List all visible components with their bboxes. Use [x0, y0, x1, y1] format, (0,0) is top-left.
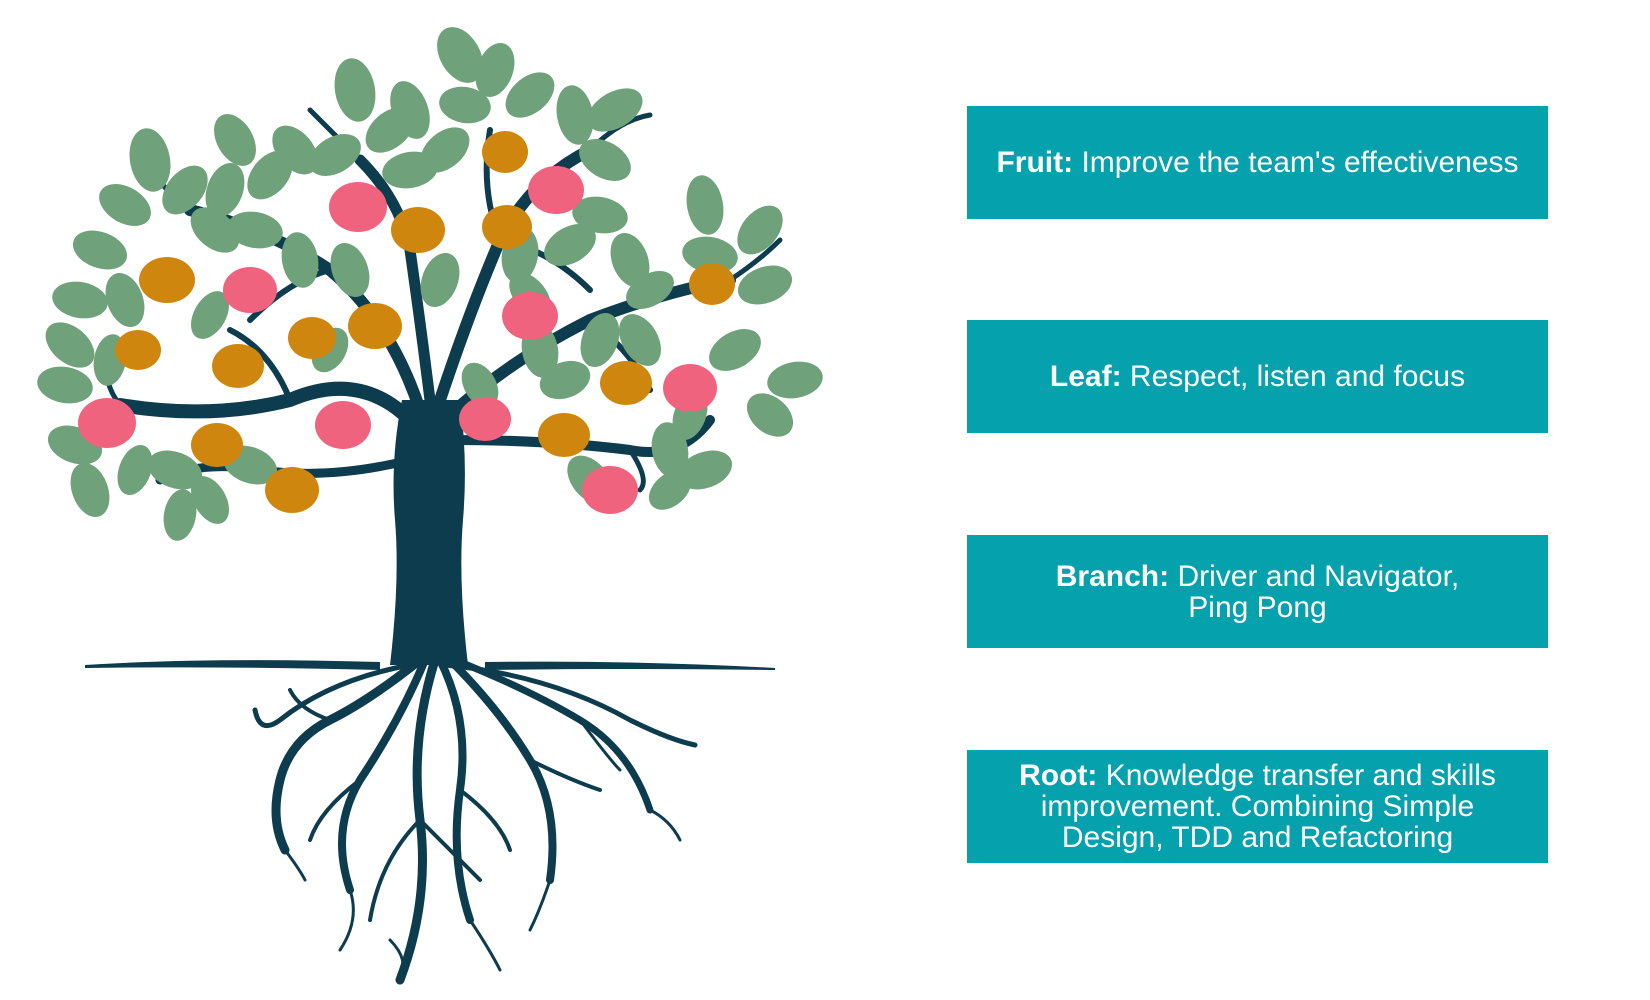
leaf-icon — [746, 393, 794, 437]
leaf-icon — [334, 58, 376, 122]
leaf-label-box: Leaf: Respect, listen and focus — [967, 320, 1548, 433]
root-term: Root: — [1019, 759, 1098, 792]
leaf-icon — [475, 42, 515, 98]
apple-icon — [115, 131, 735, 513]
leaf-icon — [205, 162, 245, 218]
leaf-icon — [651, 422, 689, 478]
leaf-icon — [572, 196, 628, 234]
leaf-icon — [686, 175, 724, 235]
leaf-icon — [587, 88, 643, 132]
leaves — [37, 27, 823, 541]
leaf-icon — [309, 134, 361, 176]
root-label-box: Root: Knowledge transfer and skills impr… — [967, 750, 1548, 863]
leaf-icon — [190, 207, 240, 253]
fruits — [78, 131, 735, 514]
leaf-icon — [37, 366, 93, 404]
leaf-icon — [117, 444, 153, 496]
branch-label: Branch: Driver and Navigator, Ping Pong — [1056, 561, 1460, 623]
leaf-term: Leaf: — [1049, 360, 1122, 393]
leaf-icon — [544, 224, 596, 266]
leaf-icon — [619, 314, 661, 366]
leaf-icon — [439, 86, 491, 124]
leaf-icon — [709, 329, 761, 371]
leaf-icon — [579, 139, 631, 181]
leaf-icon — [191, 291, 229, 339]
leaf-icon — [52, 281, 108, 319]
leaf-icon — [105, 272, 145, 328]
leaf-icon — [737, 205, 783, 255]
leaf-icon — [191, 476, 229, 524]
leaf-description: Respect, listen and focus — [1121, 360, 1466, 393]
leaf-icon — [162, 165, 208, 215]
leaf-label: Leaf: Respect, listen and focus — [1050, 361, 1465, 392]
branch-term: Branch: — [1055, 559, 1170, 593]
leaf-icon — [99, 184, 151, 226]
root-description: Knowledge transfer and skills improvemen… — [1040, 759, 1496, 854]
leaf-icon — [677, 450, 733, 490]
leaf-icon — [330, 242, 370, 298]
fruit-description: Improve the team's effectiveness — [1073, 146, 1519, 179]
leaf-icon — [610, 232, 650, 288]
leaf-icon — [72, 230, 128, 270]
trunk — [390, 400, 468, 665]
leaf-icon — [767, 361, 823, 399]
fruit-term: Fruit: — [996, 146, 1074, 179]
leaf-icon — [737, 265, 793, 305]
leaf-icon — [682, 236, 738, 274]
leaf-icon — [247, 150, 293, 200]
leaf-icon — [129, 128, 171, 192]
leaf-icon — [437, 27, 483, 83]
leaf-icon — [390, 81, 430, 139]
leaf-icon — [147, 450, 203, 490]
leaf-icon — [420, 127, 470, 173]
leaf-icon — [505, 72, 555, 118]
tree-illustration — [37, 27, 823, 985]
ground-line-left — [85, 660, 380, 670]
fruit-label: Fruit: Improve the team's effectiveness — [996, 147, 1518, 178]
leaf-icon — [45, 322, 95, 368]
leaf-icon — [70, 462, 110, 518]
leaf-icon — [420, 252, 460, 308]
leaf-icon — [556, 85, 594, 145]
leaf-icon — [648, 470, 692, 510]
leaf-icon — [461, 362, 499, 408]
leaf-icon — [163, 489, 197, 541]
root-label: Root: Knowledge transfer and skills impr… — [1019, 760, 1496, 853]
ground-line-right — [485, 661, 775, 670]
leaf-icon — [272, 125, 318, 175]
leaf-icon — [626, 271, 674, 309]
branch-description: Driver and Navigator, Ping Pong — [1177, 559, 1460, 624]
leaf-icon — [580, 312, 620, 368]
apple-icon — [78, 166, 717, 514]
leaf-icon — [281, 232, 319, 288]
leaf-icon — [214, 114, 256, 166]
fruit-label-box: Fruit: Improve the team's effectiveness — [967, 106, 1548, 219]
leaf-icon — [227, 211, 283, 249]
leaf-icon — [539, 360, 591, 400]
root-system — [252, 655, 698, 985]
branch-label-box: Branch: Driver and Navigator, Ping Pong — [967, 535, 1548, 648]
